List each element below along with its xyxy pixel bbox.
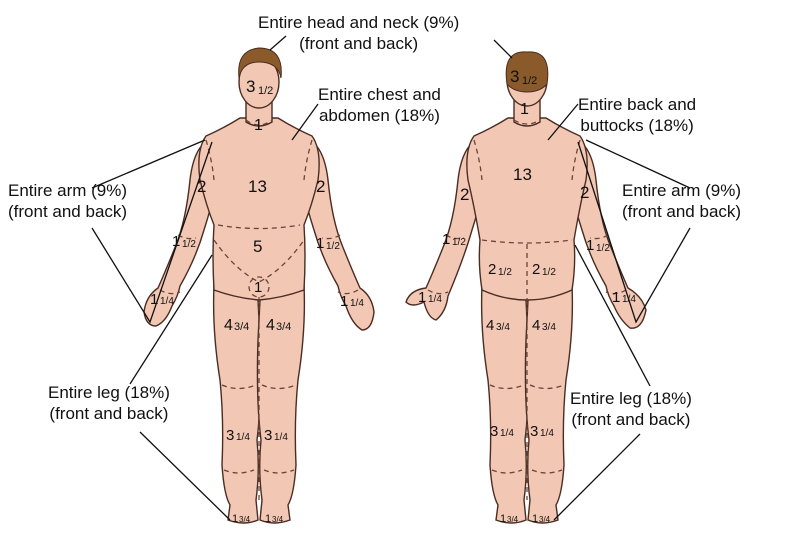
back-leg-right: 3: [530, 423, 538, 440]
front-hand-left-frac: 1/4: [160, 296, 174, 307]
front-forearm-left-frac: 1/2: [182, 239, 196, 250]
callout-leg-left-line2: (front and back): [48, 403, 170, 424]
back-forearm-left: 1: [442, 231, 450, 248]
back-foot-right-frac: 3/4: [539, 515, 551, 524]
back-hand-left-frac: 1/4: [428, 294, 442, 305]
back-thigh-right-frac: 3/4: [542, 322, 556, 333]
front-foot-right-frac: 3/4: [272, 515, 284, 524]
callout-leg-right-line1: Entire leg (18%): [570, 388, 692, 409]
callout-leg-left-line1: Entire leg (18%): [48, 382, 170, 403]
callout-leg-right: Entire leg (18%) (front and back): [570, 388, 692, 430]
back-forearm-right: 1: [586, 237, 594, 254]
back-thigh-right: 4: [532, 317, 540, 334]
callout-head-neck-line2: (front and back): [258, 33, 459, 54]
front-leg-right-frac: 1/4: [274, 432, 288, 443]
back-back-value: 13: [513, 165, 532, 184]
front-thigh-left-frac: 3/4: [234, 321, 249, 333]
front-foot-left: 1: [232, 513, 238, 525]
callout-leg-left: Entire leg (18%) (front and back): [48, 382, 170, 424]
front-leg-left: 3: [226, 427, 234, 444]
callout-chest-abdomen: Entire chest and abdomen (18%): [318, 84, 441, 126]
front-leg-right: 3: [264, 427, 272, 444]
back-foot-right: 1: [532, 513, 538, 525]
front-hand-left: 1: [150, 291, 158, 308]
back-buttock-right-frac: 1/2: [542, 267, 556, 278]
back-hand-right: 1: [612, 289, 620, 306]
callout-chest-line1: Entire chest and: [318, 84, 441, 105]
front-neck-value: 1: [254, 117, 263, 134]
back-foot-left-frac: 3/4: [507, 515, 519, 524]
callout-arm-right: Entire arm (9%) (front and back): [622, 180, 741, 222]
front-head-value: 3: [246, 77, 255, 96]
front-forearm-right-frac: 1/2: [326, 241, 340, 252]
back-buttock-left: 2: [488, 261, 496, 278]
front-genitals-value: 1: [254, 279, 262, 296]
callout-arm-right-line1: Entire arm (9%): [622, 180, 741, 201]
back-foot-left: 1: [500, 513, 506, 525]
front-upper-arm-left: 2: [197, 177, 206, 196]
back-thigh-left-frac: 3/4: [496, 322, 510, 333]
back-forearm-right-frac: 1/2: [596, 243, 610, 254]
back-upper-arm-left: 2: [460, 185, 469, 204]
back-neck-value: 1: [520, 101, 529, 118]
back-leg-left: 3: [490, 423, 498, 440]
callout-back-buttocks: Entire back and buttocks (18%): [578, 94, 696, 136]
callout-leg-right-line2: (front and back): [570, 409, 692, 430]
front-forearm-left: 1: [172, 233, 180, 250]
front-chest-value: 13: [248, 177, 267, 196]
front-torso: [199, 118, 319, 300]
back-thigh-left: 4: [486, 317, 494, 334]
callout-head-neck: Entire head and neck (9%) (front and bac…: [258, 12, 459, 54]
callout-chest-line2: abdomen (18%): [318, 105, 441, 126]
callout-arm-left-line1: Entire arm (9%): [8, 180, 127, 201]
back-buttock-left-frac: 1/2: [498, 267, 512, 278]
front-leg-left-frac: 1/4: [236, 432, 250, 443]
back-hand-right-frac: 1/4: [622, 294, 636, 305]
front-hand-right-frac: 1/4: [350, 298, 364, 309]
front-upper-arm-right: 2: [316, 177, 325, 196]
back-upper-arm-right: 2: [580, 183, 589, 202]
back-buttock-right: 2: [532, 261, 540, 278]
back-head-frac: 1/2: [522, 75, 537, 87]
front-forearm-right: 1: [316, 235, 324, 252]
back-hand-left: 1: [418, 289, 426, 306]
callout-arm-left-line2: (front and back): [8, 201, 127, 222]
back-forearm-left-frac: 1/2: [452, 237, 466, 248]
front-thigh-right: 4: [266, 317, 275, 334]
callout-arm-left: Entire arm (9%) (front and back): [8, 180, 127, 222]
back-leg-right-frac: 1/4: [540, 428, 554, 439]
front-hand-right: 1: [340, 293, 348, 310]
callout-head-neck-line1: Entire head and neck (9%): [258, 12, 459, 33]
front-abdomen-value: 5: [253, 237, 262, 256]
callout-back-line1: Entire back and: [578, 94, 696, 115]
back-head-value: 3: [510, 67, 519, 86]
callout-back-line2: buttocks (18%): [578, 115, 696, 136]
front-thigh-right-frac: 3/4: [276, 321, 291, 333]
back-leg-left-frac: 1/4: [500, 428, 514, 439]
front-foot-left-frac: 3/4: [239, 515, 251, 524]
front-head-frac: 1/2: [258, 85, 273, 97]
callout-arm-right-line2: (front and back): [622, 201, 741, 222]
front-foot-right: 1: [265, 513, 271, 525]
front-thigh-left: 4: [224, 317, 233, 334]
